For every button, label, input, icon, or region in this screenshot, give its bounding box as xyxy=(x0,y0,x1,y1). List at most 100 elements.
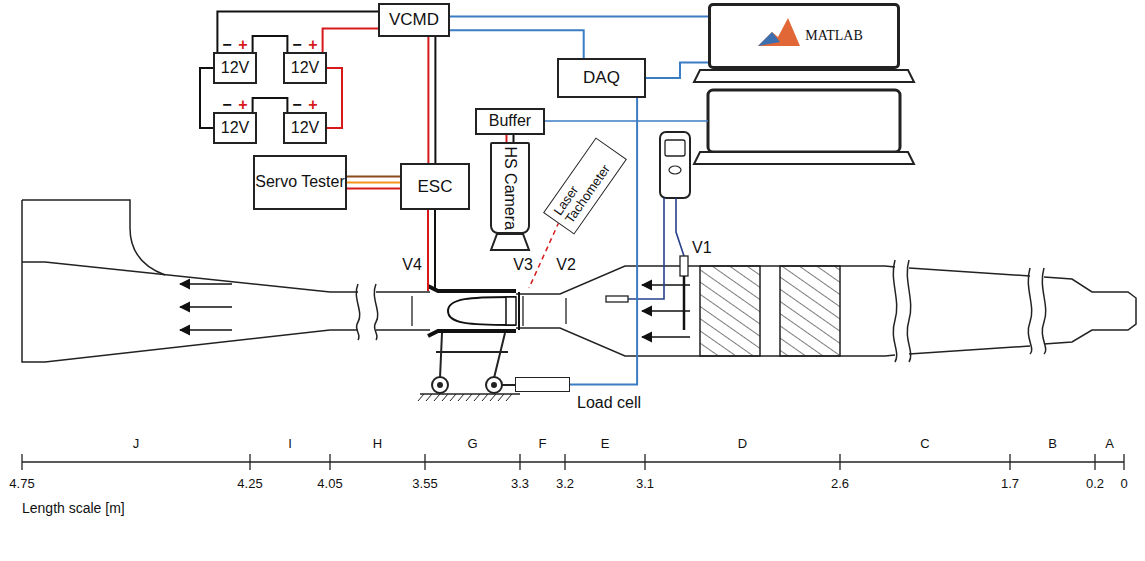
terminal-sign: + xyxy=(238,97,247,113)
node-label: 12V xyxy=(291,59,319,77)
laser-beam xyxy=(529,222,559,288)
stand xyxy=(420,393,520,395)
wire-connector xyxy=(427,37,429,163)
servo-tester-box: Servo Tester xyxy=(253,155,347,210)
controller-box: VCMD xyxy=(378,3,450,37)
laser-beam xyxy=(529,222,559,288)
node-label: 12V xyxy=(221,119,249,137)
load-cell: Load cell xyxy=(515,377,570,392)
flow-arrow xyxy=(642,336,690,338)
motor-wire xyxy=(434,210,436,291)
terminal-sign: + xyxy=(308,97,317,113)
tunnel-wall xyxy=(22,262,330,292)
scale-label: A xyxy=(1105,437,1114,450)
wire xyxy=(434,37,436,163)
camera-body: HS Camera xyxy=(490,142,530,234)
wire-connector xyxy=(200,68,213,128)
camera-lens xyxy=(491,234,529,250)
esc-box: ESC xyxy=(400,163,470,210)
tunnel-wall xyxy=(22,200,330,362)
length-scale xyxy=(22,454,1124,470)
stand xyxy=(432,377,448,393)
laptop xyxy=(694,70,914,164)
scale-label: D xyxy=(738,437,747,450)
tunnel-wall xyxy=(330,292,430,330)
tunnel-wall xyxy=(907,260,910,362)
length-scale xyxy=(249,454,250,470)
laptop xyxy=(708,90,900,152)
length-scale xyxy=(839,454,840,470)
scale-label: Length scale [m] xyxy=(22,501,125,515)
flow-arrow xyxy=(180,284,690,337)
length-scale xyxy=(564,454,565,470)
scale-label: 3.2 xyxy=(556,477,574,490)
flow-arrow xyxy=(180,306,232,308)
pressure-meter xyxy=(683,276,686,330)
length-scale xyxy=(519,454,520,470)
station-tick xyxy=(565,298,566,324)
wire-connector xyxy=(347,182,400,184)
buffer-box: Buffer xyxy=(475,108,545,135)
station-tick xyxy=(522,296,523,326)
wire-connector xyxy=(323,29,378,53)
tunnel-wall xyxy=(1042,268,1045,354)
scale-label: 0.2 xyxy=(1086,477,1104,490)
scale-label: 3.3 xyxy=(511,477,529,490)
station-label: V2 xyxy=(556,257,576,273)
length-scale xyxy=(424,454,425,470)
fan-duct xyxy=(428,286,519,336)
stand xyxy=(426,394,432,401)
length-scale xyxy=(1009,454,1010,470)
pressure-meter xyxy=(606,296,628,302)
signal-wire xyxy=(545,120,708,122)
matlab-logo xyxy=(758,18,800,46)
station-label: V4 xyxy=(402,257,422,273)
scale-label: 2.6 xyxy=(831,477,849,490)
node-label: Laser Tachometer xyxy=(551,141,623,226)
signal-wire xyxy=(545,120,708,122)
pressure-meter xyxy=(669,166,681,174)
motor-wire xyxy=(428,210,435,291)
scale-label: 4.75 xyxy=(9,477,34,490)
tunnel-wall xyxy=(893,260,896,362)
wire-connector xyxy=(217,12,378,53)
flow-arrow xyxy=(180,329,232,331)
wire-connector xyxy=(450,30,584,58)
scale-label: 1.7 xyxy=(1001,477,1019,490)
stand xyxy=(418,333,520,401)
node-label: Buffer xyxy=(489,112,531,130)
fan-duct xyxy=(518,292,520,330)
laser-tachometer: Laser Tachometer xyxy=(543,137,627,234)
scale-label: 3.55 xyxy=(412,477,437,490)
scale-label: B xyxy=(1048,437,1057,450)
honeycomb-screen xyxy=(700,266,760,356)
node-label: Load cell xyxy=(577,394,641,412)
node-label: MATLAB xyxy=(805,28,863,44)
terminal-sign: − xyxy=(222,37,231,53)
wire-connector xyxy=(646,62,708,78)
scale-label: 0 xyxy=(1120,477,1127,490)
wire-connector xyxy=(450,16,708,18)
stand xyxy=(492,383,496,387)
length-scale xyxy=(1123,454,1124,470)
length-scale xyxy=(21,454,22,470)
wire-connector xyxy=(253,98,288,112)
wire-connector xyxy=(570,98,637,385)
terminal-sign: − xyxy=(222,97,231,113)
scale-label: F xyxy=(539,437,547,450)
terminal-sign: + xyxy=(238,37,247,53)
pressure-meter xyxy=(680,256,688,276)
node-label: 12V xyxy=(221,59,249,77)
scale-label: 3.1 xyxy=(636,477,654,490)
tunnel-wall xyxy=(1044,277,1136,344)
wire xyxy=(513,135,515,142)
tunnel-wall xyxy=(909,268,1030,354)
wire-connector xyxy=(253,36,288,52)
length-scale xyxy=(329,454,330,470)
stand xyxy=(450,394,456,401)
tunnel-wall xyxy=(374,284,377,340)
stand xyxy=(490,394,496,401)
pressure-meter xyxy=(660,132,690,198)
station-label: V1 xyxy=(692,240,712,256)
stand xyxy=(436,333,515,385)
